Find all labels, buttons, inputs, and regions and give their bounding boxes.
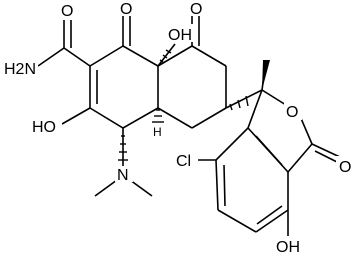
atom-h-left: H [153, 125, 162, 139]
stereo-bond-layer [118, 49, 270, 161]
atom-oh-bottom: OH [276, 239, 300, 256]
hash-c10 [229, 95, 249, 111]
bond-n-me1 [94, 179, 118, 197]
wedge-me [262, 60, 270, 90]
bond-c12a-oh [157, 43, 176, 67]
bond-c4-c4a [122, 107, 159, 129]
atom-amide-n: H2N [4, 61, 36, 78]
hash-oh [159, 49, 172, 63]
atom-n-dimethyl: N [117, 167, 129, 184]
bond-ar-4 [217, 209, 257, 233]
atom-lactone-co: O [339, 159, 351, 176]
bond-ar-1-inner [255, 135, 283, 166]
atom-oh-ring: OH [168, 27, 192, 44]
bond-co-car [287, 143, 313, 173]
atom-amide-o: O [61, 3, 73, 20]
atom-ketone-o1: O [120, 1, 132, 18]
bond-c1-c12a [122, 45, 159, 67]
bond-layer [37, 10, 343, 236]
bond-cq-car [247, 89, 263, 129]
bond-ar-2 [215, 127, 249, 161]
bond-c10-c9 [191, 107, 227, 129]
bond-c12a-c12 [157, 45, 193, 67]
bond-co-o [311, 143, 343, 159]
atom-chlorine: Cl [176, 153, 191, 170]
bond-c10-cq [225, 89, 263, 109]
bond-amide-c-ring [63, 47, 91, 67]
hash-n [118, 135, 128, 161]
bond-c12-c11 [191, 45, 227, 67]
hash-h-left [152, 109, 164, 123]
atom-oh-left: HO [32, 119, 56, 136]
atom-lactone-o: O [286, 104, 298, 121]
atom-ketone-o2: O [190, 1, 202, 18]
bond-ar-3 [215, 159, 219, 211]
bond-c3-c4 [89, 107, 124, 129]
atom-label-layer: O H2N O OH O HO H N Cl O O OH [2, 0, 356, 256]
bond-c2-c1 [89, 45, 124, 67]
bond-n-me2 [129, 179, 153, 197]
bond-amide-c-n [37, 47, 65, 67]
bond-o-co [299, 115, 313, 145]
bond-ar-5 [255, 209, 289, 233]
bond-ar-3-inner [223, 164, 226, 207]
bond-cq-o [261, 89, 287, 106]
bond-ar-5-inner [256, 205, 283, 225]
bond-c3-oh [61, 107, 91, 125]
bond-c9-c4a [157, 107, 193, 129]
